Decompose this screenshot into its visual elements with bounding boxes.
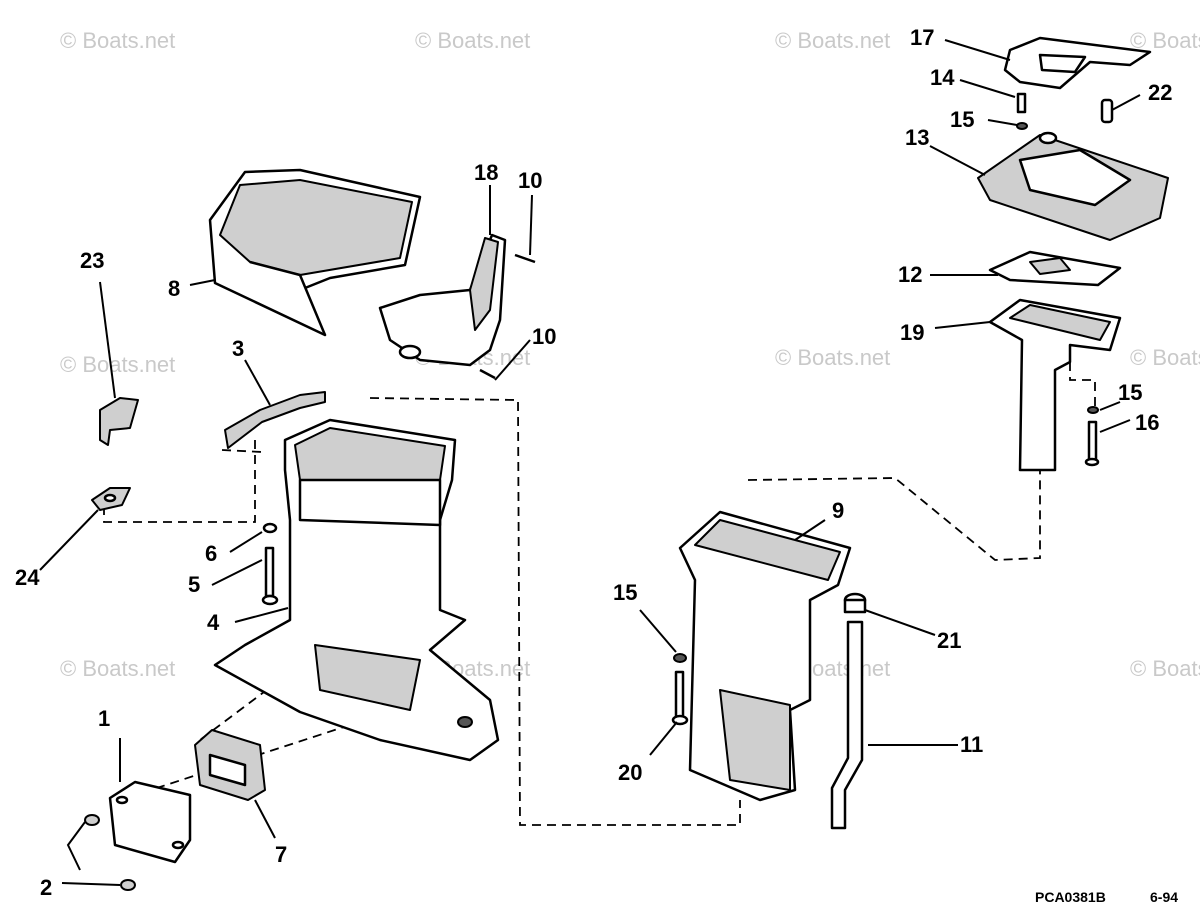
watermark: © Boats.net	[775, 28, 890, 53]
part-18-side-panel	[378, 233, 536, 380]
drawing-code: PCA0381B	[1035, 889, 1106, 905]
part-8-side-cover	[208, 168, 422, 337]
watermarks: © Boats.net © Boats.net © Boats.net © Bo…	[60, 28, 1200, 681]
leader-lines	[39, 39, 1141, 886]
part-17-gasket	[1003, 36, 1152, 90]
part-20-bolt	[671, 670, 689, 726]
callout-6: 6	[205, 541, 217, 566]
part-19-tube-adapter	[988, 298, 1122, 472]
callout-16: 16	[1135, 410, 1159, 435]
part-16-bolt	[1084, 420, 1100, 467]
callout-1: 1	[98, 706, 110, 731]
callout-12: 12	[898, 262, 922, 287]
callout-20: 20	[618, 760, 642, 785]
watermark: © Boats.net	[1130, 28, 1200, 53]
part-7-block	[194, 729, 266, 801]
part-12-gasket	[988, 250, 1122, 287]
part-24-plate	[91, 487, 131, 511]
part-15-washer-right	[1087, 406, 1099, 414]
watermark: © Boats.net	[775, 345, 890, 370]
callout-5: 5	[188, 572, 200, 597]
callout-15-lower: 15	[613, 580, 637, 605]
callout-17: 17	[910, 25, 934, 50]
callout-19: 19	[900, 320, 924, 345]
part-6-washer	[262, 522, 278, 534]
part-2-screws	[84, 814, 136, 891]
part-5-bolt	[261, 546, 279, 606]
watermark: © Boats.net	[60, 28, 175, 53]
watermark: © Boats.net	[1130, 345, 1200, 370]
callout-21: 21	[937, 628, 961, 653]
drawing-date: 6-94	[1150, 889, 1178, 905]
callout-11: 11	[960, 732, 983, 757]
drawing-reference: PCA0381B 6-94	[1035, 889, 1178, 905]
callout-23: 23	[80, 248, 104, 273]
watermark: © Boats.net	[60, 656, 175, 681]
callout-4: 4	[207, 610, 220, 635]
callout-2: 2	[40, 875, 52, 900]
callout-8: 8	[168, 276, 180, 301]
part-11-water-tube	[830, 620, 864, 830]
callout-9: 9	[832, 498, 844, 523]
callout-7: 7	[275, 842, 287, 867]
watermark: © Boats.net	[415, 28, 530, 53]
watermark: © Boats.net	[1130, 656, 1200, 681]
callout-13: 13	[905, 125, 929, 150]
part-3-seal	[224, 391, 326, 449]
part-13-adapter	[977, 131, 1169, 241]
callout-18: 18	[474, 160, 498, 185]
part-22-dowel	[1100, 98, 1114, 124]
part-9-exhaust-tube	[678, 510, 852, 802]
part-21-grommet	[843, 592, 867, 614]
callout-24: 24	[15, 565, 40, 590]
callout-10-lower: 10	[532, 324, 556, 349]
part-1-cover	[108, 780, 192, 864]
watermark: © Boats.net	[60, 352, 175, 377]
callout-15-upper: 15	[950, 107, 974, 132]
callout-15-right: 15	[1118, 380, 1142, 405]
callout-10-upper: 10	[518, 168, 542, 193]
callout-labels: 1 2 3 4 5 6 7 8 9 10 10 11 12 13 14 15 1…	[15, 25, 1172, 900]
part-15-washer-upper	[1016, 122, 1028, 130]
part-15-washer-lower	[673, 653, 687, 663]
part-4-exhaust-housing	[213, 418, 500, 762]
callout-22: 22	[1148, 80, 1172, 105]
callout-3: 3	[232, 336, 244, 361]
part-14-bolt	[1016, 92, 1027, 114]
part-23-bracket	[99, 397, 139, 446]
callout-14: 14	[930, 65, 955, 90]
